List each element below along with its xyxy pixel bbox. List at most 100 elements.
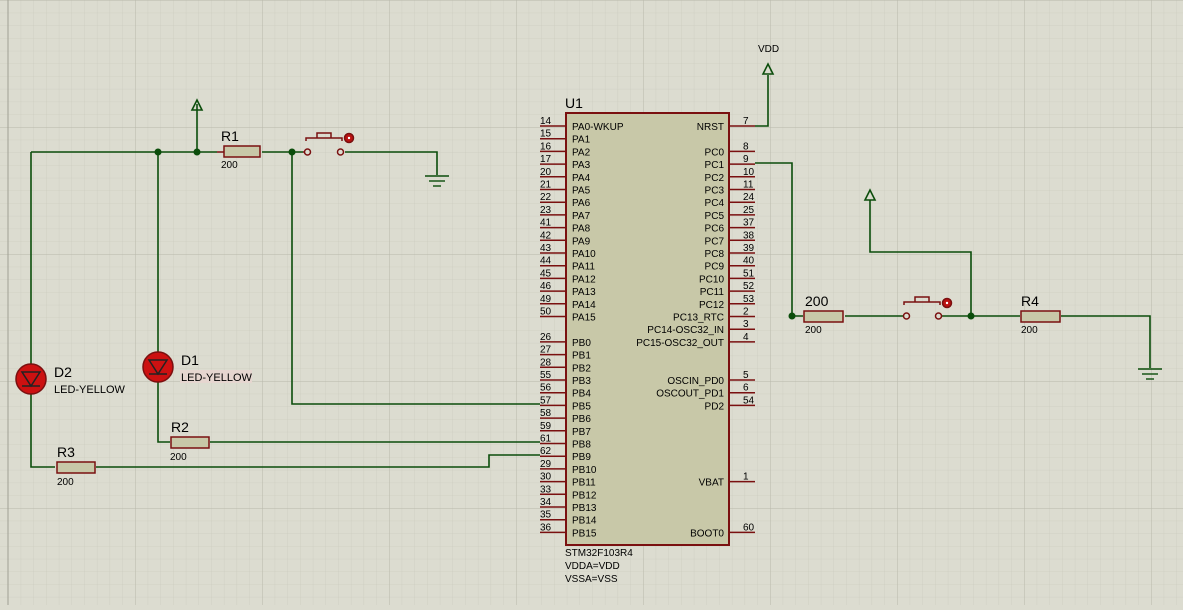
ground-terminal-left[interactable] (425, 175, 449, 187)
vdd-terminal[interactable] (761, 62, 775, 75)
pin-label: PD2 (705, 401, 725, 412)
led-d2[interactable]: D2 LED-YELLOW (15, 363, 126, 396)
resistor-r4[interactable]: R4 200 (1020, 293, 1061, 336)
chip-u1[interactable]: U1 STM32F103R4 VDDA=VDD VSSA=VSS 14PA0-W… (540, 95, 755, 585)
pin-number: 60 (743, 522, 755, 533)
ground-terminal-right[interactable] (1138, 368, 1162, 380)
pin-label: PA10 (572, 249, 596, 260)
pin-number: 57 (540, 395, 552, 406)
pin-number: 8 (743, 141, 749, 152)
pin-label: PA14 (572, 300, 596, 311)
chip-part: STM32F103R4 (565, 548, 633, 559)
pin-number: 46 (540, 281, 552, 292)
pin-label: PA12 (572, 274, 596, 285)
pin-number: 44 (540, 256, 552, 267)
r2-ref: R2 (171, 419, 189, 435)
wire-r3-to-pb9 (96, 454, 540, 468)
resistor-r3[interactable]: R3 200 (56, 444, 96, 488)
power-terminal-right[interactable] (863, 188, 877, 201)
pin-label: PC7 (705, 236, 725, 247)
resistor-pc1[interactable]: 200 200 (803, 293, 844, 336)
pin-label: PC10 (699, 274, 724, 285)
power-terminal-r1[interactable] (190, 98, 204, 111)
led-d1[interactable]: D1 LED-YELLOW (142, 351, 253, 384)
pin-label: PB2 (572, 363, 591, 374)
pin-label: PA6 (572, 198, 591, 209)
resistor-r1[interactable]: R1 200 (217, 128, 261, 171)
pin-label: PC5 (705, 211, 725, 222)
pushbutton-right[interactable] (902, 296, 953, 320)
junctions (154, 148, 975, 320)
pin-number: 56 (540, 383, 552, 394)
pin-number: 24 (743, 192, 755, 203)
wire-power-right (869, 200, 972, 316)
chip-prop-vdda: VDDA=VDD (565, 561, 620, 572)
d2-ref: D2 (54, 364, 72, 380)
pin-number: 11 (743, 180, 754, 191)
pin-number: 53 (743, 294, 755, 305)
pushbutton-left[interactable] (303, 132, 355, 156)
pin-label: PB7 (572, 427, 591, 438)
pin-number: 29 (540, 459, 552, 470)
pin-label: PA0-WKUP (572, 122, 624, 133)
resistor-r2[interactable]: R2 200 (170, 419, 210, 463)
pin-number: 16 (540, 141, 552, 152)
